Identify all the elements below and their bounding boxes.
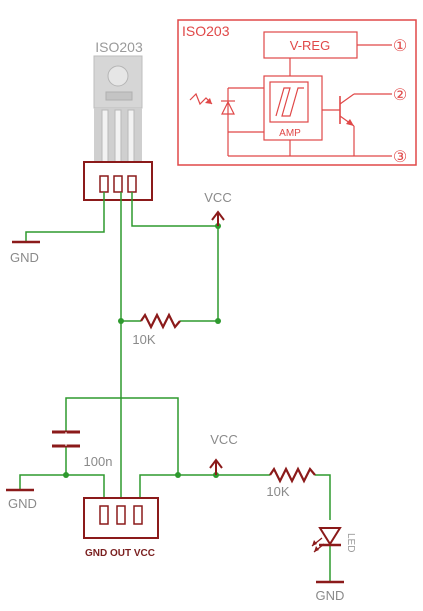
output-transistor-icon [322,93,392,156]
sensor-part-label: ISO203 [95,39,143,55]
vcc-bottom-label: VCC [210,432,237,447]
pin1-label: ① [393,38,407,55]
junctions [63,223,221,478]
amp-label: AMP [279,128,301,139]
block-diagram-frame [177,19,417,166]
junction-cap-gnd [63,472,69,478]
vcc-top-symbol: VCC [204,190,232,226]
pin3-label: ③ [393,149,407,166]
junction-pullup [118,318,124,324]
block-diagram: ISO203 V-REG ① AMP [177,19,417,166]
junction-pullup-vcc [215,318,221,324]
pullup-resistor: 10K [132,312,181,347]
wire-vcc-top [131,192,218,227]
amp-filter-symbol [275,87,304,117]
pullup-resistor-label: 10K [132,332,155,347]
amp-box [263,75,323,141]
wire-gnd-top [25,192,105,242]
led-resistor: 10K [266,466,316,499]
wire-cap-top [65,397,179,475]
gnd-bottom-label: GND [316,588,345,603]
sensor-pin-3 [127,175,137,193]
sensor-pin-2 [113,175,123,193]
gnd-top-label: GND [10,250,39,265]
led-icon: LED [311,527,356,553]
wire-vcc-bottom [139,474,270,498]
vcc-top-label: VCC [204,190,231,205]
output-connector: GND OUT VCC [83,497,159,559]
led-label: LED [345,533,356,552]
output-pin-gnd [99,505,109,525]
sensor-pin-1 [99,175,109,193]
vcc-bottom-symbol: VCC [209,432,238,475]
photodiode-icon [221,87,264,133]
wires [19,192,331,582]
block-diagram-title: ISO203 [182,23,230,39]
vreg-label: V-REG [290,38,330,53]
led-resistor-label: 10K [266,484,289,499]
ir-receiver-icon [107,65,129,87]
sensor-lens-plate [105,91,133,101]
amp-inner-box [269,81,309,123]
wire-vcc-pullup [180,226,219,322]
wire-led [315,474,331,520]
gnd-top-symbol: GND [10,240,40,265]
gnd-left-symbol: GND [6,488,37,511]
capacitor-label: 100n [84,454,113,469]
output-pin-out [116,505,126,525]
light-arrow-head [205,98,212,104]
output-pin-vcc [133,505,143,525]
junction-cap-vcc [175,472,181,478]
wire-gnd-left [19,474,105,498]
gnd-left-label: GND [8,496,37,511]
gnd-bottom-symbol: GND [316,580,345,603]
connector-label: GND OUT VCC [85,548,155,559]
capacitor: 100n [52,430,113,469]
pin2-label: ② [393,87,407,104]
ir-sensor: ISO203 [83,39,153,201]
